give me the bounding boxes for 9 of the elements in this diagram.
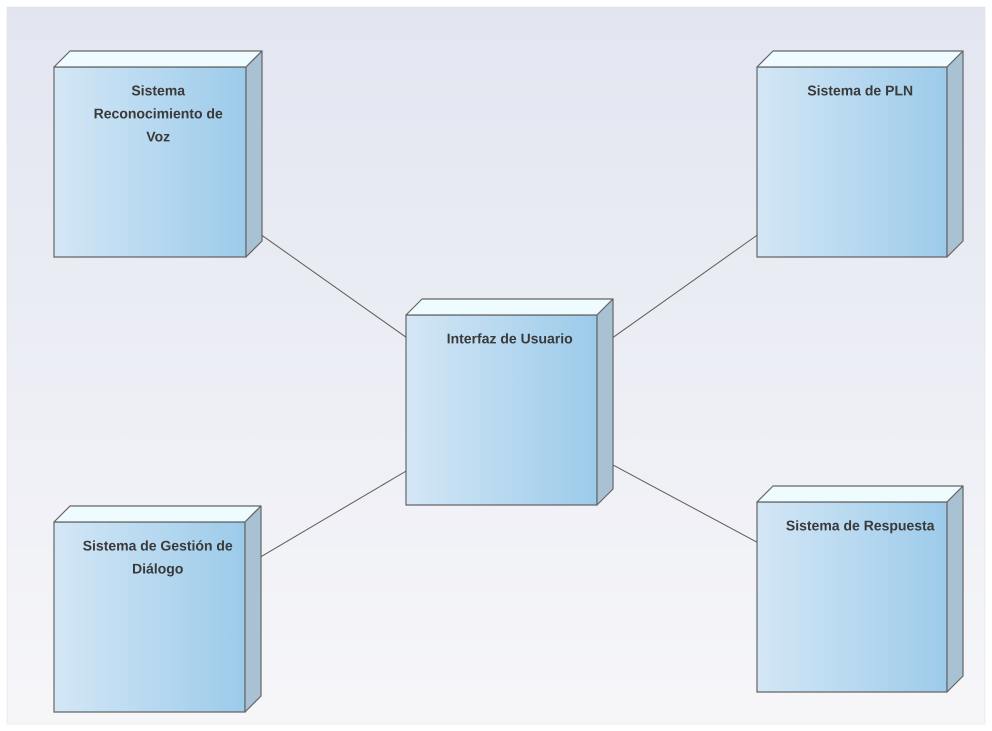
connector-line xyxy=(612,234,758,338)
connector-line xyxy=(262,235,406,338)
deployment-node-box: Interfaz de Usuario xyxy=(405,298,614,506)
deployment-node-box: Sistema Reconocimiento de Voz xyxy=(53,50,263,258)
deployment-node-box: Sistema de Respuesta xyxy=(756,485,964,693)
deployment-node-box: Sistema de Gestión de Diálogo xyxy=(53,505,262,713)
deployment-node-box: Sistema de PLN xyxy=(756,50,964,258)
connector-line xyxy=(260,470,406,557)
connector-line xyxy=(612,464,758,543)
